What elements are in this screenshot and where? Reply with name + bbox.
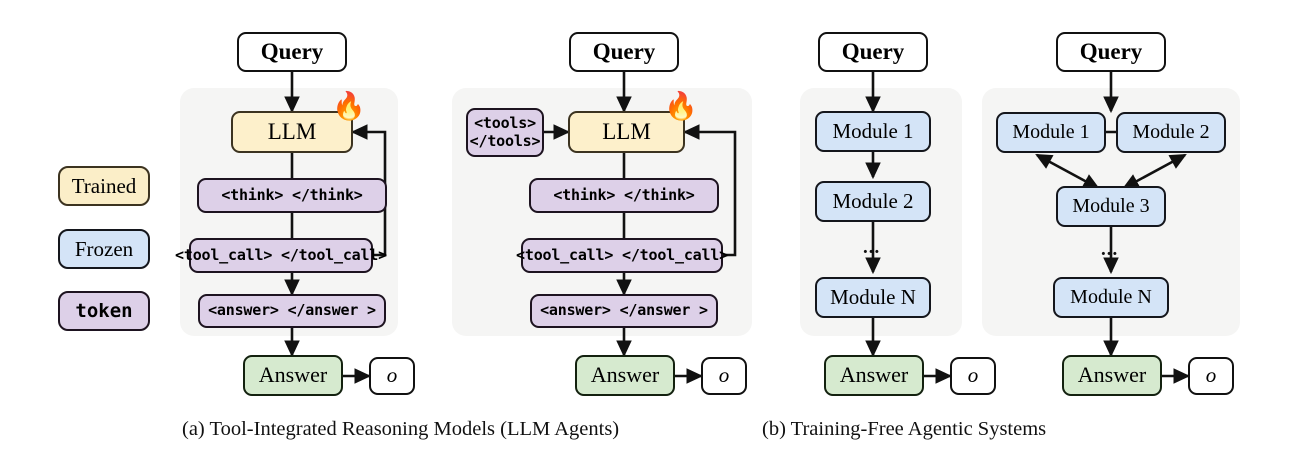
fire-icon-a2: 🔥 — [664, 91, 698, 121]
module-3-box-b2: Module 3 — [1056, 186, 1166, 227]
answer-token-a2: <answer> </answer > — [530, 294, 718, 328]
module-n-box-b1: Module N — [815, 277, 931, 318]
think-token-a1: <think> </think> — [197, 178, 387, 213]
answer-box-a2: Answer — [575, 355, 675, 396]
module-1-box-b1: Module 1 — [815, 111, 931, 152]
query-box-b2: Query — [1056, 32, 1166, 72]
caption-a: (a) Tool-Integrated Reasoning Models (LL… — [182, 418, 620, 440]
output-box-b1: o — [950, 357, 996, 395]
llm-box-a2: LLM — [568, 111, 685, 153]
ellipsis-b2: ... — [1101, 239, 1119, 260]
query-box-a1: Query — [237, 32, 347, 72]
answer-box-b1: Answer — [824, 355, 924, 396]
think-token-a2: <think> </think> — [529, 178, 719, 213]
query-box-a2: Query — [569, 32, 679, 72]
output-box-b2: o — [1188, 357, 1234, 395]
tool-call-token-a1: <tool_call> </tool_call> — [175, 238, 387, 273]
caption-b: (b) Training-Free Agentic Systems — [762, 418, 1047, 440]
query-box-b1: Query — [818, 32, 928, 72]
ellipsis-b1: ... — [863, 237, 881, 258]
module-n-box-b2: Module N — [1053, 277, 1169, 318]
answer-box-a1: Answer — [243, 355, 343, 396]
llm-box-a1: LLM — [231, 111, 353, 153]
answer-box-b2: Answer — [1062, 355, 1162, 396]
legend-frozen: Frozen — [58, 229, 150, 269]
tool-call-token-a2: <tool_call> </tool_call> — [516, 238, 728, 273]
legend-token: token — [58, 291, 150, 331]
module-1-box-b2: Module 1 — [996, 112, 1106, 153]
module-2-box-b1: Module 2 — [815, 181, 931, 222]
fire-icon-a1: 🔥 — [332, 91, 366, 121]
output-box-a2: o — [701, 357, 747, 395]
module-2-box-b2: Module 2 — [1116, 112, 1226, 153]
output-box-a1: o — [369, 357, 415, 395]
tools-token-a2: <tools> </tools> — [466, 108, 544, 157]
legend-trained: Trained — [58, 166, 150, 206]
answer-token-a1: <answer> </answer > — [198, 294, 386, 328]
